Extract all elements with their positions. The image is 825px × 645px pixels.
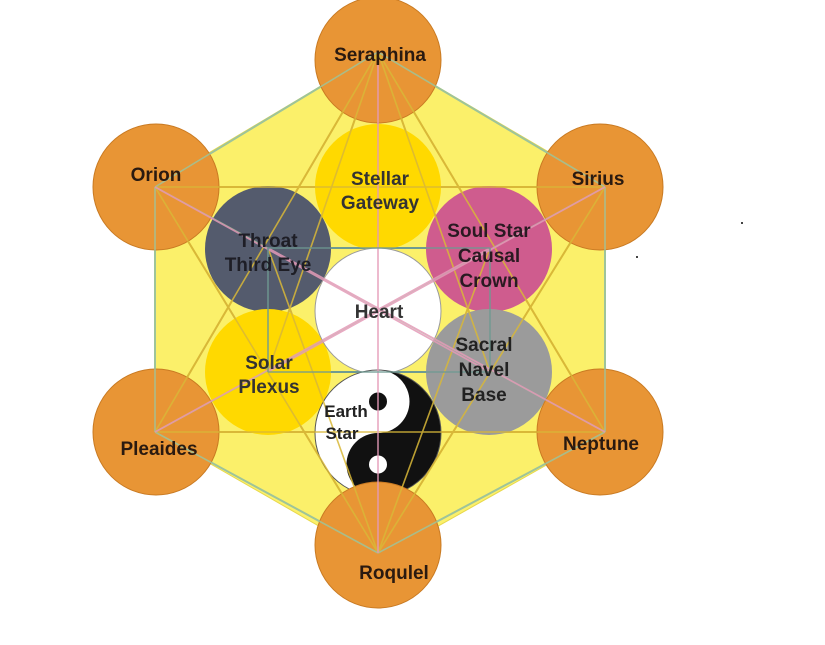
- soul-star-label: Soul Star Causal Crown: [447, 221, 531, 292]
- heart-label: Heart: [355, 302, 404, 323]
- svg-text:Sacral: Sacral: [455, 335, 512, 356]
- overlay-lines: [154, 51, 606, 554]
- stray-mark: [636, 256, 638, 258]
- pleaides-label: Pleaides: [120, 439, 197, 460]
- connection-line: [154, 51, 379, 188]
- svg-text:Heart: Heart: [355, 302, 404, 323]
- seraphina-label: Seraphina: [334, 45, 426, 66]
- stray-mark: [741, 222, 743, 224]
- connection-line: [267, 51, 379, 373]
- svg-text:Third Eye: Third Eye: [225, 255, 312, 276]
- connection-line: [154, 431, 379, 554]
- roqulel-label: Roqulel: [359, 563, 429, 584]
- svg-text:Base: Base: [461, 385, 506, 406]
- svg-text:Causal: Causal: [458, 246, 520, 267]
- connection-line: [267, 247, 606, 433]
- connection-line: [267, 186, 606, 373]
- connection-line: [154, 186, 491, 373]
- svg-text:Navel: Navel: [459, 360, 510, 381]
- connection-line: [377, 51, 606, 433]
- connection-line: [377, 431, 606, 554]
- connection-line: [377, 51, 491, 373]
- throat-third-eye-label: Throat Third Eye: [225, 231, 312, 276]
- earth-star-label: Earth Star: [324, 402, 367, 443]
- connection-line: [377, 51, 606, 188]
- svg-text:Plexus: Plexus: [238, 377, 299, 398]
- svg-text:Stellar: Stellar: [351, 169, 410, 190]
- svg-text:Earth: Earth: [324, 402, 367, 421]
- svg-text:Solar: Solar: [245, 353, 293, 374]
- sacral-label: Sacral Navel Base: [455, 335, 512, 406]
- stellar-gateway-label: Stellar Gateway: [341, 169, 420, 214]
- svg-text:Throat: Throat: [238, 231, 298, 252]
- svg-text:Star: Star: [325, 424, 358, 443]
- orion-label: Orion: [131, 165, 182, 186]
- svg-text:Soul Star: Soul Star: [447, 221, 531, 242]
- connection-line: [377, 247, 491, 554]
- connection-line: [154, 247, 491, 433]
- sirius-label: Sirius: [572, 169, 625, 190]
- neptune-label: Neptune: [563, 434, 639, 455]
- connection-line: [267, 247, 379, 554]
- svg-text:Gateway: Gateway: [341, 193, 420, 214]
- connection-line: [154, 51, 379, 433]
- svg-text:Crown: Crown: [459, 271, 518, 292]
- solar-plexus-label: Solar Plexus: [238, 353, 299, 398]
